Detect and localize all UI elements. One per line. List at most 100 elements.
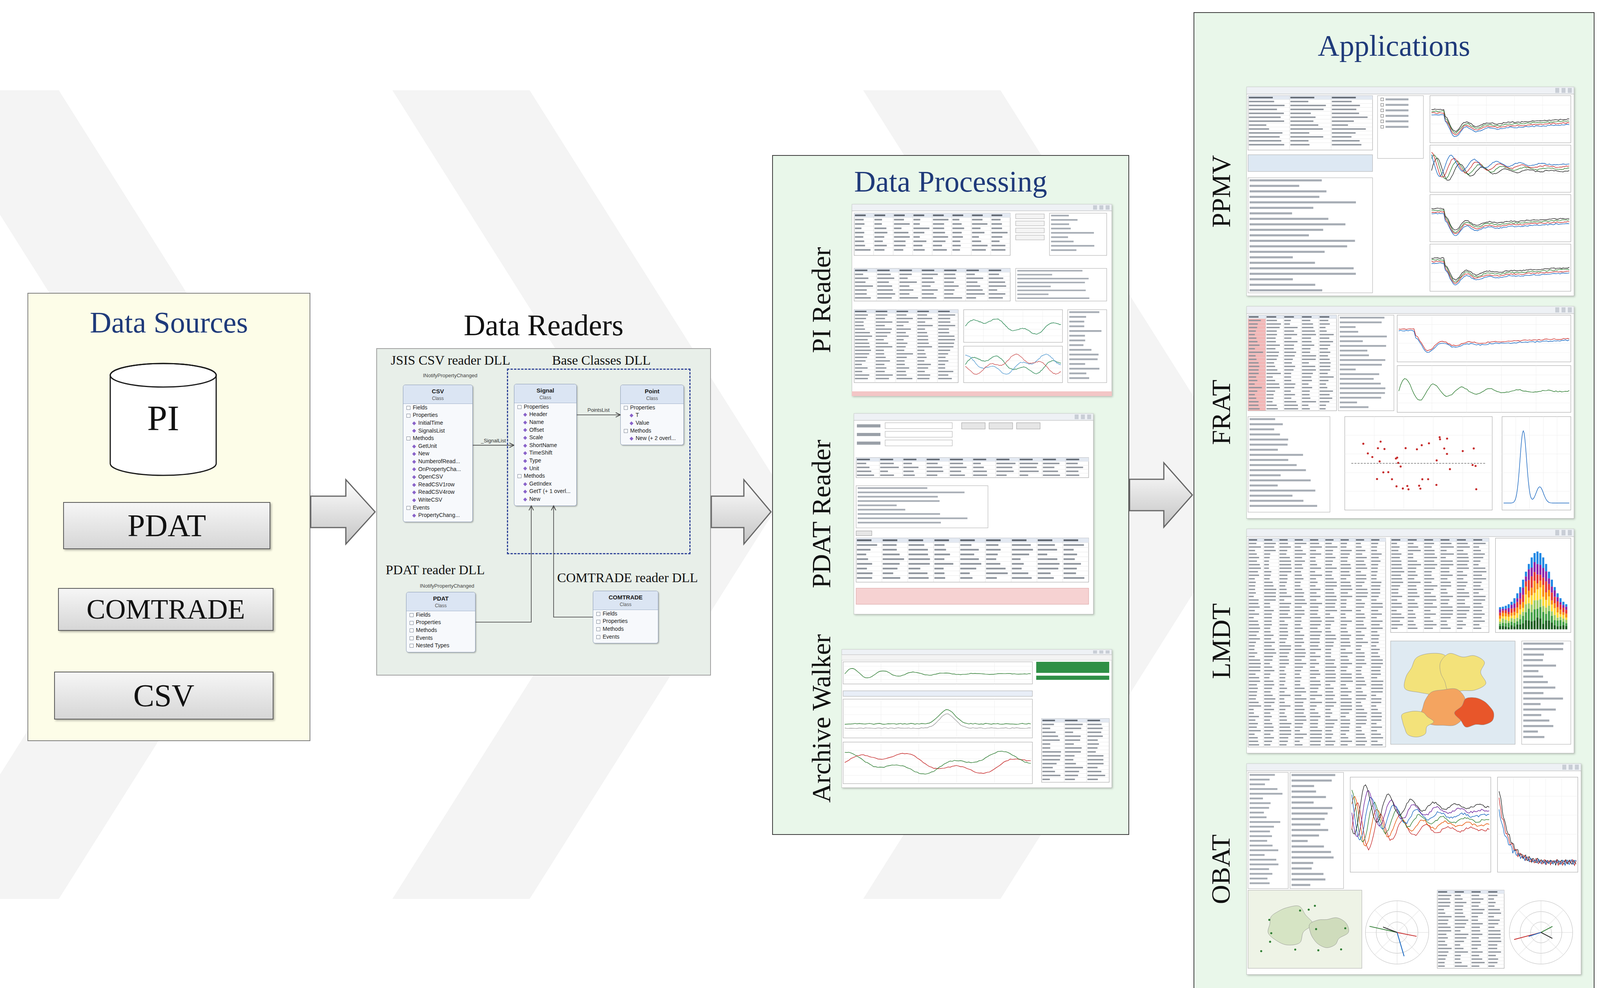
text-placeholder (1340, 662, 1353, 664)
text-placeholder (1325, 705, 1334, 707)
text-placeholder (1087, 743, 1099, 745)
grid-line (1542, 194, 1543, 242)
text-placeholder (1355, 733, 1365, 735)
text-placeholder (1248, 719, 1256, 721)
table-rule (854, 369, 959, 370)
table-rule (1248, 335, 1337, 337)
window-frame (1246, 528, 1575, 753)
table-rule (1041, 729, 1110, 731)
text-placeholder (1294, 655, 1305, 657)
text-placeholder (1301, 404, 1309, 406)
text-placeholder (1371, 652, 1379, 654)
text-placeholder (1264, 641, 1275, 643)
text-placeholder (1279, 595, 1292, 597)
text-placeholder (1294, 736, 1304, 739)
text-placeholder (1249, 190, 1327, 193)
class-name: Point (620, 384, 684, 396)
text-placeholder (1248, 132, 1283, 134)
text-placeholder (1294, 662, 1307, 664)
text-placeholder (1248, 100, 1274, 103)
plot-line (965, 355, 1061, 374)
text-placeholder (938, 367, 946, 369)
text-placeholder (1371, 712, 1382, 714)
text-placeholder (1371, 599, 1377, 601)
member-name: Header (514, 410, 577, 419)
text-placeholder (1456, 567, 1469, 569)
text-placeholder (1340, 567, 1352, 569)
text-placeholder (938, 377, 952, 380)
text-placeholder (1310, 683, 1322, 686)
member-section: Properties (620, 403, 684, 412)
text-placeholder (1249, 473, 1281, 476)
text-placeholder (1391, 574, 1401, 576)
text-placeholder (1294, 722, 1304, 724)
text-placeholder (1325, 549, 1334, 551)
text-placeholder (1371, 697, 1382, 700)
table-rule (1248, 118, 1373, 120)
text-placeholder (1456, 563, 1468, 565)
text-placeholder (1355, 740, 1367, 742)
text-placeholder (908, 572, 928, 574)
table-rule (1283, 315, 1284, 411)
text-placeholder (966, 273, 975, 276)
text-placeholder (854, 314, 868, 316)
text-placeholder (854, 218, 864, 221)
member-name: PropertyChang... (403, 511, 473, 520)
text-placeholder (875, 356, 886, 358)
grid-line (843, 714, 1033, 715)
member-section: Properties (593, 617, 658, 626)
text-placeholder (1279, 602, 1292, 604)
text-placeholder (1456, 549, 1464, 551)
text-placeholder (934, 543, 945, 546)
text-placeholder (1371, 666, 1382, 668)
data-dot (1435, 483, 1438, 486)
grid-line (963, 353, 1063, 354)
text-placeholder (1340, 637, 1350, 640)
grid-line (1397, 352, 1571, 353)
class-box: COMTRADEClassFieldsPropertiesMethodsEven… (592, 590, 659, 644)
text-placeholder (1011, 576, 1032, 579)
table-rule (856, 546, 1089, 548)
text-placeholder (1042, 739, 1060, 741)
text-placeholder (896, 321, 909, 323)
text-placeholder (1248, 634, 1257, 636)
text-placeholder (1339, 344, 1387, 347)
text-placeholder (934, 572, 945, 574)
table-rule (1248, 364, 1337, 365)
text-placeholder (856, 543, 878, 546)
text-placeholder (1248, 729, 1261, 731)
text-placeholder (1355, 694, 1367, 696)
text-placeholder (1332, 128, 1367, 130)
text-placeholder (1424, 567, 1436, 569)
text-placeholder (917, 370, 925, 372)
text-placeholder (1248, 595, 1254, 597)
list-box (856, 485, 988, 528)
text-placeholder (1248, 319, 1262, 321)
text-placeholder (934, 562, 954, 565)
text-placeholder (1087, 758, 1104, 761)
table-rule (854, 275, 1011, 277)
text-placeholder (1011, 553, 1030, 555)
text-placeholder (857, 508, 906, 511)
check-box (1380, 103, 1384, 107)
text-placeholder (1301, 390, 1310, 392)
member-section: Properties (514, 402, 577, 411)
text-placeholder (1248, 570, 1258, 573)
text-placeholder (1064, 731, 1074, 733)
text-placeholder (1339, 330, 1359, 333)
text-placeholder (1355, 567, 1368, 569)
table-rule (1248, 710, 1386, 712)
text-placeholder (933, 227, 945, 230)
text-placeholder (1332, 96, 1356, 99)
text-placeholder (1310, 743, 1321, 746)
text-placeholder (1424, 616, 1431, 618)
text-placeholder (1340, 676, 1353, 678)
text-placeholder (896, 310, 908, 312)
text-placeholder (1066, 462, 1078, 465)
text-placeholder (1249, 195, 1320, 198)
text-placeholder (854, 324, 864, 327)
text-placeholder (1391, 581, 1404, 583)
text-placeholder (1294, 577, 1304, 580)
text-placeholder (1325, 556, 1336, 558)
table-rule (1248, 693, 1386, 694)
